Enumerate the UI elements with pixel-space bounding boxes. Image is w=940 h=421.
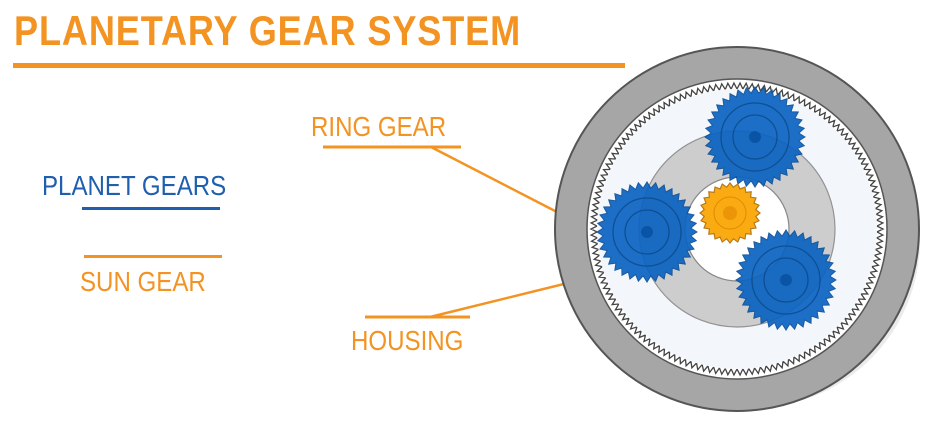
planet-gear — [735, 229, 837, 331]
planet-gears — [596, 86, 837, 331]
planet-gears-underline — [82, 207, 220, 210]
planet-gear — [704, 86, 806, 188]
planet-gear — [596, 181, 698, 283]
sun-gear-overline — [84, 255, 222, 258]
leader-lines — [323, 145, 589, 319]
page-title: PLANETARY GEAR SYSTEM — [14, 7, 522, 54]
ring-gear-label: RING GEAR — [311, 111, 447, 142]
sun-gear-label: SUN GEAR — [80, 266, 206, 297]
sun-gear — [699, 182, 761, 244]
housing-label: HOUSING — [351, 325, 464, 356]
ring-gear-teeth — [589, 81, 885, 377]
title-underline — [13, 63, 625, 68]
housing-pointer — [429, 278, 581, 319]
planet-gears-label: PLANET GEARS — [42, 170, 227, 201]
